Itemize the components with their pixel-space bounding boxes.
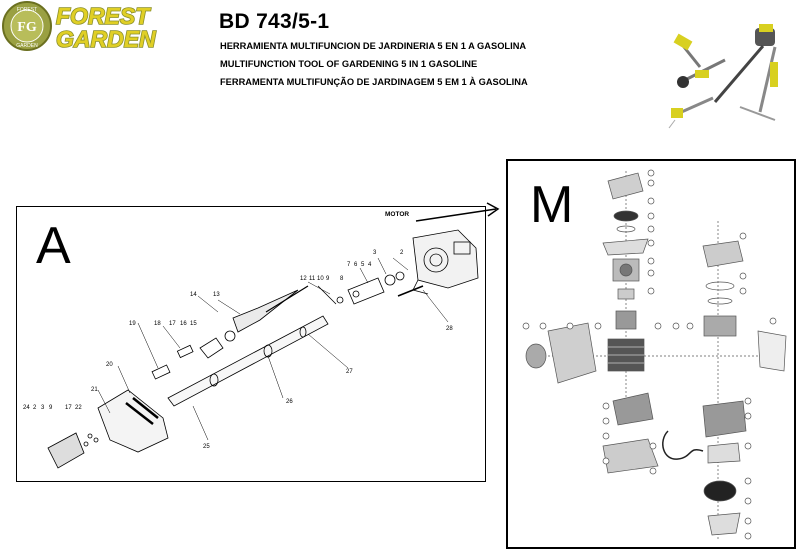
part-number: 25 (203, 444, 210, 450)
part-number: 4 (368, 262, 372, 268)
logo-ring-top: FOREST (17, 7, 37, 13)
part-number: 19 (129, 321, 136, 327)
model-title: BD 743/5-1 (219, 10, 330, 33)
panel-m-frame (506, 159, 796, 549)
engine-drawing (412, 229, 479, 295)
product-tools-illustration (668, 24, 778, 129)
part-number: 16 (180, 321, 187, 327)
logo-name-line1: FOREST (56, 3, 151, 29)
part-number: 3 (41, 405, 45, 411)
part-number: 3 (373, 250, 377, 256)
blade-drawing (224, 285, 309, 342)
panel-a-frame (16, 206, 486, 482)
part-number: 17 (65, 405, 72, 411)
panel-a-label: A (36, 217, 71, 275)
part-number: 9 (326, 276, 330, 282)
brush-cutter-image (677, 58, 726, 88)
pole-pruner-image (758, 46, 778, 113)
part-number: 20 (106, 362, 113, 368)
part-number: 8 (340, 276, 344, 282)
subtitle-spanish: HERRAMIENTA MULTIFUNCION DE JARDINERIA 5… (220, 41, 527, 51)
part-number: 9 (49, 405, 53, 411)
part-number: 24 (23, 405, 30, 411)
subtitle-english: MULTIFUNCTION TOOL OF GARDENING 5 IN 1 G… (220, 59, 478, 69)
trimmer-head-image (668, 96, 714, 129)
part-number: 21 (91, 387, 98, 393)
logo-ring-bottom: GARDEN (16, 43, 38, 49)
part-number: 11 (309, 276, 316, 282)
leader-lines (97, 257, 449, 441)
part-number: 12 (300, 276, 307, 282)
part-number: 13 (213, 292, 220, 298)
forest-garden-logo: FG FOREST GARDEN FOREST GARDEN (2, 1, 157, 52)
part-number: 7 (347, 262, 351, 268)
motor-label: MOTOR (385, 211, 410, 218)
part-number: 2 (400, 250, 404, 256)
part-number: 15 (190, 321, 197, 327)
engine-unit-image (713, 24, 775, 103)
logo-name-line2: GARDEN (56, 26, 156, 52)
drive-shaft-drawing (167, 315, 329, 407)
part-number: 26 (286, 399, 293, 405)
handle-parts-drawing (151, 337, 224, 380)
panel-m-label: M (530, 176, 574, 234)
part-number: 17 (169, 321, 176, 327)
part-number: 14 (190, 292, 197, 298)
part-number: 22 (75, 405, 82, 411)
coupling-parts-drawing (317, 271, 424, 305)
trigger-housing-drawing (97, 389, 169, 453)
part-number: 5 (361, 262, 365, 268)
part-number: 2 (33, 405, 37, 411)
logo-monogram: FG (17, 20, 37, 35)
part-number: 6 (354, 262, 358, 268)
grip-drawing (47, 432, 99, 469)
panel-m-engine-exploded-diagram (522, 169, 787, 541)
subtitle-portuguese: FERRAMENTA MULTIFUNÇÃO DE JARDINAGEM 5 E… (220, 77, 528, 87)
part-number: 27 (346, 369, 353, 375)
hedge-trimmer-image (673, 33, 702, 68)
part-number: 18 (154, 321, 161, 327)
panel-a-exploded-diagram: 2 3 4 5 6 7 8 9 10 11 12 13 14 15 16 17 … (23, 229, 479, 469)
part-number: 28 (446, 326, 453, 332)
part-number: 10 (317, 276, 324, 282)
